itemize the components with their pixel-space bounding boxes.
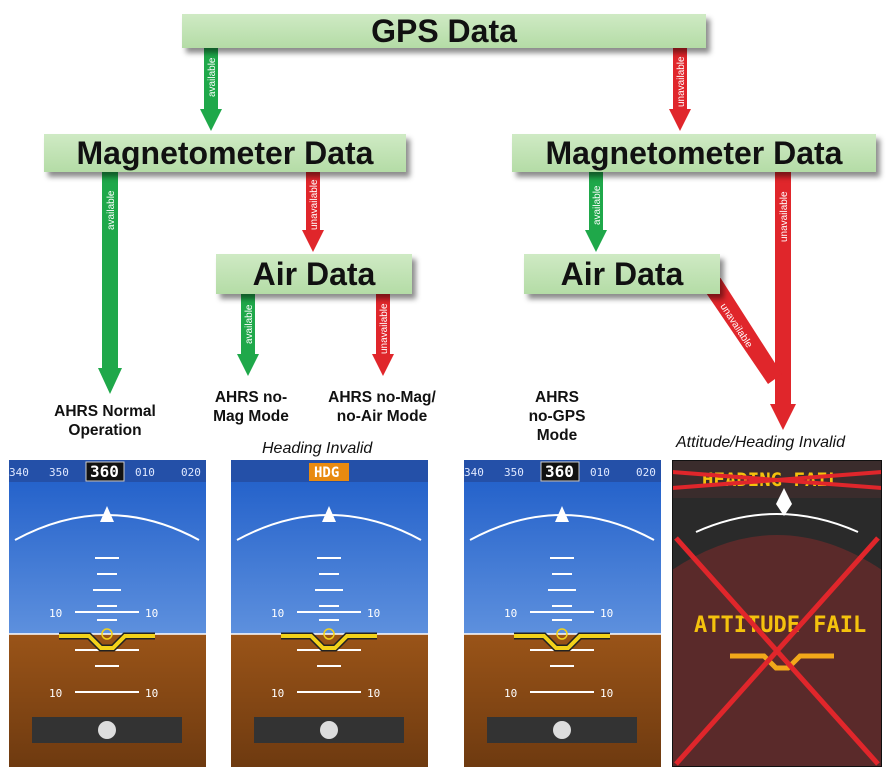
- attitude-display-normal: 340 350 360 010 020 10 10 10 10: [9, 460, 206, 767]
- air-data-label-left: Air Data: [252, 255, 376, 292]
- attitude-display-no-mag: HDG 10 10 10 10: [231, 460, 428, 767]
- attitude-heading-invalid-caption: Attitude/Heading Invalid: [676, 434, 845, 451]
- heading-box: [540, 461, 580, 482]
- pitch-label: 10: [271, 607, 284, 620]
- magnetometer-node-right: Magnetometer Data: [512, 134, 876, 172]
- pitch-label: 10: [145, 687, 158, 700]
- arrow-air-left-to-no-mag-no-air: unavailable: [372, 292, 394, 376]
- outcome-normal-label: AHRS Normal Operation: [54, 403, 156, 439]
- attitude-fail-text: ATTITUDE FAIL: [694, 613, 866, 638]
- arrow-mag-right-to-air-right: available: [585, 170, 607, 252]
- heading-tick-label: 020: [636, 466, 656, 479]
- arrow-label-available: available: [592, 185, 603, 225]
- magnetometer-label-right: Magnetometer Data: [545, 134, 843, 171]
- heading-tick-label: 340: [464, 466, 484, 479]
- arrow-mag-left-to-normal: available: [98, 170, 122, 394]
- pitch-label: 10: [49, 687, 62, 700]
- gps-data-node: GPS Data: [182, 12, 706, 49]
- pitch-label: 10: [600, 687, 613, 700]
- arrow-gps-to-mag-left: available: [200, 45, 222, 131]
- heading-tick-label: 020: [181, 466, 201, 479]
- pitch-label: 10: [367, 687, 380, 700]
- pitch-label: 10: [367, 607, 380, 620]
- arrow-air-left-to-no-mag: available: [237, 292, 259, 376]
- arrow-label-available: available: [244, 304, 255, 344]
- attitude-display-no-gps: 340 350 360 010 020 10 10 10 10: [464, 460, 661, 767]
- arrow-mag-right-to-attitude-fail: unavailable: [770, 170, 796, 430]
- pitch-label: 10: [145, 607, 158, 620]
- attitude-display-fail: HEADING FAIL ATTITUDE FAIL: [672, 460, 882, 767]
- pitch-label: 10: [600, 607, 613, 620]
- heading-readout: 360: [545, 462, 574, 481]
- heading-invalid-caption: Heading Invalid: [262, 440, 373, 457]
- arrow-label-unavailable: unavailable: [676, 56, 687, 107]
- pitch-label: 10: [271, 687, 284, 700]
- arrow-label-available: available: [106, 190, 117, 230]
- arrow-gps-to-mag-right: unavailable: [669, 45, 691, 131]
- arrow-air-right-diagonal: unavailable: [700, 278, 782, 384]
- heading-readout: 360: [90, 462, 119, 481]
- heading-box: [85, 461, 125, 482]
- magnetometer-node-left: Magnetometer Data: [44, 134, 406, 172]
- pitch-label: 10: [49, 607, 62, 620]
- outcome-no-gps-label: AHRS no-GPS Mode: [528, 389, 586, 444]
- arrow-label-unavailable: unavailable: [309, 179, 320, 230]
- air-data-node-left: Air Data: [216, 254, 412, 294]
- heading-tick-label: 350: [49, 466, 69, 479]
- air-data-node-right: Air Data: [524, 254, 720, 294]
- magnetometer-label-left: Magnetometer Data: [76, 134, 374, 171]
- arrow-label-unavailable: unavailable: [379, 303, 390, 354]
- pitch-label: 10: [504, 687, 517, 700]
- arrow-label-available: available: [207, 57, 218, 97]
- hdg-flag-box: [309, 463, 349, 481]
- air-data-label-right: Air Data: [560, 255, 684, 292]
- heading-tick-label: 010: [135, 466, 155, 479]
- pitch-label: 10: [504, 607, 517, 620]
- outcome-no-mag-no-air-label: AHRS no-Mag/ no-Air Mode: [328, 389, 436, 425]
- arrow-mag-left-to-air-left: unavailable: [302, 170, 324, 252]
- outcome-no-mag-label: AHRS no- Mag Mode: [213, 389, 289, 425]
- gps-data-label: GPS Data: [371, 12, 517, 49]
- hdg-flag: HDG: [314, 465, 339, 481]
- heading-tick-label: 010: [590, 466, 610, 479]
- heading-tick-label: 340: [9, 466, 29, 479]
- arrow-label-unavailable: unavailable: [779, 191, 790, 242]
- heading-tick-label: 350: [504, 466, 524, 479]
